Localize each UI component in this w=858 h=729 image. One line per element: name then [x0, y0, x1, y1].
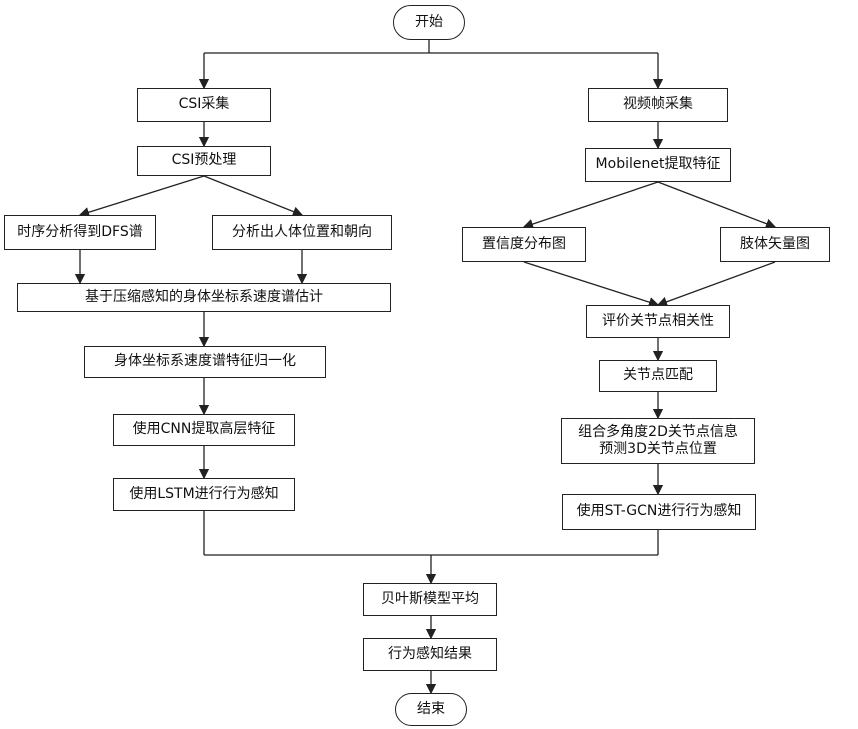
cnn-node: 使用CNN提取高层特征 [113, 414, 295, 446]
start-node: 开始 [393, 5, 465, 40]
limb-vector-node: 肢体矢量图 [720, 227, 830, 262]
joint-correlation-node: 评价关节点相关性 [586, 305, 730, 338]
end-node: 结束 [395, 693, 467, 726]
multi-view-joint-line-1: 组合多角度2D关节点信息 [578, 424, 738, 442]
position-orientation-node: 分析出人体位置和朝向 [212, 215, 392, 250]
lstm-node: 使用LSTM进行行为感知 [113, 478, 295, 511]
bvp-normalize-node: 身体坐标系速度谱特征归一化 [84, 346, 326, 378]
csi-preprocess-node: CSI预处理 [137, 146, 271, 176]
joint-matching-node: 关节点匹配 [599, 360, 717, 392]
bvp-estimation-node: 基于压缩感知的身体坐标系速度谱估计 [17, 283, 391, 312]
stgcn-node: 使用ST-GCN进行行为感知 [562, 494, 756, 530]
multi-view-joint-line-2: 预测3D关节点位置 [599, 441, 717, 459]
confidence-map-node: 置信度分布图 [462, 227, 586, 262]
mobilenet-node: Mobilenet提取特征 [585, 148, 731, 182]
csi-collect-node: CSI采集 [137, 88, 271, 122]
video-collect-node: 视频帧采集 [588, 88, 728, 122]
result-node: 行为感知结果 [363, 638, 497, 671]
multi-view-joint-node: 组合多角度2D关节点信息 预测3D关节点位置 [561, 418, 755, 464]
dfs-node: 时序分析得到DFS谱 [4, 215, 156, 250]
bayes-averaging-node: 贝叶斯模型平均 [363, 583, 497, 616]
